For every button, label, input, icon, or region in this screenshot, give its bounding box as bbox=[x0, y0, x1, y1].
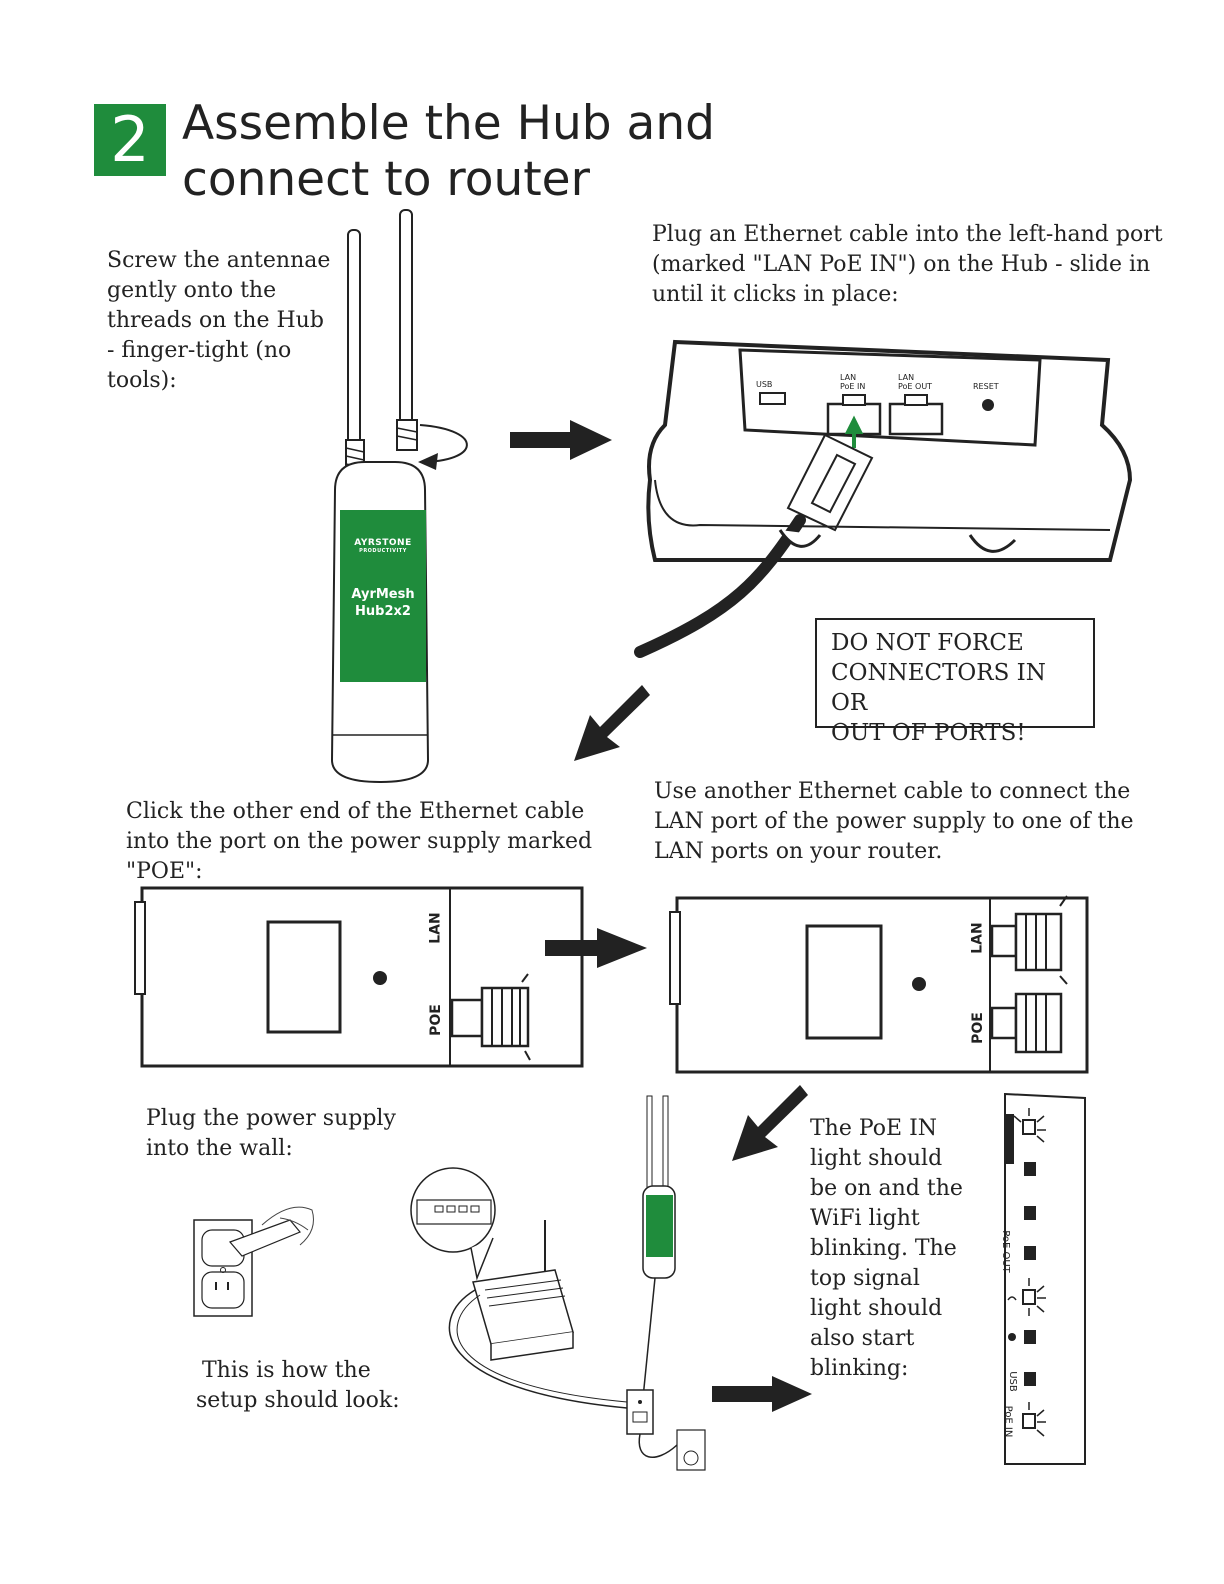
arrow-right-icon bbox=[510, 420, 612, 460]
antennae-instruction: Screw the antennae gently onto the threa… bbox=[107, 246, 330, 396]
lan-poe-in-label: LAN PoE IN bbox=[840, 373, 865, 391]
text-line: Use another Ethernet cable to connect th… bbox=[654, 779, 1131, 804]
text-line: LAN ports on your router. bbox=[654, 839, 943, 864]
model-line-2: Hub2x2 bbox=[355, 604, 411, 619]
label-line: PoE IN bbox=[840, 382, 866, 391]
text-line: Screw the antennae bbox=[107, 248, 331, 273]
page-title: Assemble the Hub and connect to router bbox=[182, 96, 715, 208]
plug-hub-instruction: Plug an Ethernet cable into the left-han… bbox=[652, 220, 1163, 310]
hub-port-panel-illustration bbox=[634, 339, 1133, 658]
text-line: threads on the Hub bbox=[107, 308, 324, 333]
setup-instruction: This is how the setup should look: bbox=[196, 1356, 400, 1416]
text-line: This is how the bbox=[202, 1358, 371, 1383]
text-line: top signal bbox=[810, 1266, 920, 1291]
title-line-1: Assemble the Hub and bbox=[182, 96, 715, 151]
text-line: into the port on the power supply marked bbox=[126, 829, 593, 854]
hub-brand-label: AYRSTONE PRODUCTIVITY bbox=[340, 510, 426, 554]
hub-illustration bbox=[330, 209, 468, 784]
setup-overview-illustration bbox=[410, 1095, 706, 1471]
step-number-badge: 2 bbox=[94, 104, 166, 176]
power-supply-poe-illustration bbox=[134, 886, 584, 1068]
led-poe-in-label: PoE IN bbox=[1002, 1405, 1014, 1438]
label-line: LAN bbox=[840, 373, 857, 382]
text-line: Click the other end of the Ethernet cabl… bbox=[126, 799, 585, 824]
text-line: The PoE IN bbox=[810, 1116, 938, 1141]
text-line: light should bbox=[810, 1296, 943, 1321]
text-line: Plug the power supply bbox=[146, 1106, 396, 1131]
led-poe-out-label: PoE OUT bbox=[999, 1230, 1011, 1273]
model-line-1: AyrMesh bbox=[351, 587, 415, 602]
brand-text: AYRSTONE bbox=[354, 538, 412, 548]
text-line: gently onto the bbox=[107, 278, 277, 303]
psu2-lan-label: LAN bbox=[969, 922, 986, 954]
warning-line: CONNECTORS IN OR bbox=[831, 660, 1046, 716]
text-line: LAN port of the power supply to one of t… bbox=[654, 809, 1134, 834]
title-line-2: connect to router bbox=[182, 152, 590, 207]
warning-line: OUT OF PORTS! bbox=[831, 720, 1026, 746]
hub-model-label: AyrMesh Hub2x2 bbox=[340, 586, 426, 620]
arrow-down-left-icon bbox=[574, 685, 650, 761]
arrow-right-icon bbox=[712, 1376, 812, 1412]
text-line: setup should look: bbox=[196, 1388, 400, 1413]
arrow-right-icon bbox=[545, 928, 647, 968]
brand-subtext: PRODUCTIVITY bbox=[359, 548, 407, 554]
reset-label: RESET bbox=[973, 382, 999, 391]
lan-port-instruction: Use another Ethernet cable to connect th… bbox=[654, 777, 1134, 867]
text-line: "POE": bbox=[126, 859, 203, 884]
warning-box: DO NOT FORCE CONNECTORS IN OR OUT OF POR… bbox=[815, 618, 1095, 746]
lights-instruction: The PoE IN light should be on and the Wi… bbox=[810, 1114, 963, 1384]
psu-poe-label: POE bbox=[427, 1004, 444, 1036]
led-panel-illustration bbox=[1004, 1092, 1086, 1465]
text-line: (marked "LAN PoE IN") on the Hub - slide… bbox=[652, 252, 1151, 277]
text-line: into the wall: bbox=[146, 1136, 293, 1161]
wall-instruction: Plug the power supply into the wall: bbox=[146, 1104, 396, 1164]
usb-port-label: USB bbox=[756, 380, 773, 389]
led-usb-label: USB bbox=[1006, 1371, 1018, 1392]
psu2-poe-label: POE bbox=[969, 1012, 986, 1044]
text-line: also start bbox=[810, 1326, 915, 1351]
text-line: light should bbox=[810, 1146, 943, 1171]
text-line: be on and the bbox=[810, 1176, 963, 1201]
wall-outlet-illustration bbox=[193, 1206, 314, 1317]
text-line: - finger-tight (no bbox=[107, 338, 292, 363]
label-line: PoE OUT bbox=[898, 382, 933, 391]
text-line: Plug an Ethernet cable into the left-han… bbox=[652, 222, 1163, 247]
power-supply-lan-illustration bbox=[669, 895, 1089, 1074]
text-line: blinking. The bbox=[810, 1236, 957, 1261]
label-line: LAN bbox=[898, 373, 915, 382]
text-line: tools): bbox=[107, 368, 177, 393]
warning-line: DO NOT FORCE bbox=[831, 630, 1024, 656]
arrow-down-left-icon bbox=[732, 1085, 808, 1161]
poe-port-instruction: Click the other end of the Ethernet cabl… bbox=[126, 797, 592, 887]
lan-poe-out-label: LAN PoE OUT bbox=[898, 373, 932, 391]
psu-lan-label: LAN bbox=[427, 912, 444, 944]
text-line: until it clicks in place: bbox=[652, 282, 899, 307]
text-line: blinking: bbox=[810, 1356, 909, 1381]
text-line: WiFi light bbox=[810, 1206, 920, 1231]
